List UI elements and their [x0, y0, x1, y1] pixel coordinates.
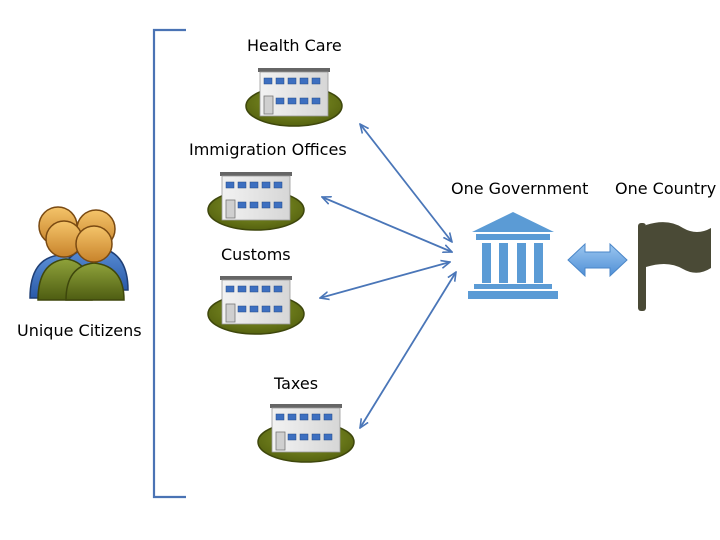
- citizens-label: Unique Citizens: [17, 321, 142, 340]
- people-group-icon: [29, 206, 129, 301]
- double-headed-arrow-icon: [567, 242, 628, 278]
- grouping-bracket: [152, 28, 186, 499]
- office-building-icon: [207, 275, 305, 335]
- arrow-taxes: [360, 272, 456, 428]
- country-label: One Country: [615, 179, 717, 198]
- office-label-health-care: Health Care: [247, 36, 342, 55]
- arrow-immigration: [322, 197, 452, 252]
- office-building-icon: [257, 403, 355, 463]
- office-building-icon: [245, 67, 343, 127]
- office-label-customs: Customs: [221, 245, 291, 264]
- office-building-icon: [207, 171, 305, 231]
- government-building-icon: [468, 212, 558, 299]
- office-label-immigration: Immigration Offices: [189, 140, 347, 159]
- arrow-customs: [320, 262, 450, 298]
- flag-icon: [638, 222, 711, 311]
- government-label: One Government: [451, 179, 589, 198]
- office-label-taxes: Taxes: [274, 374, 319, 393]
- arrow-health-care: [360, 124, 452, 242]
